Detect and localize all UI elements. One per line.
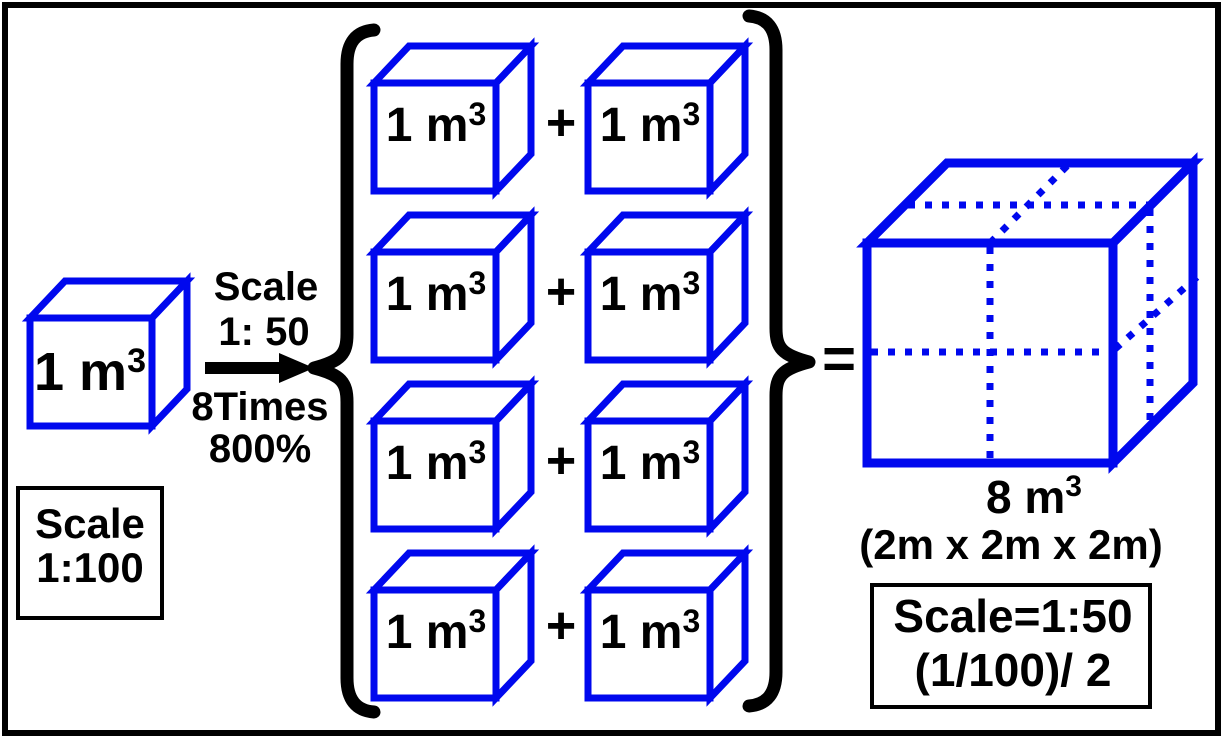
left-curly-brace: [307, 23, 381, 719]
unit-cube: 1 m3: [588, 553, 745, 698]
transform-arrow: Scale 1: 50 8Times 800%: [191, 265, 328, 471]
plus-sign: +: [546, 263, 576, 321]
plus-sign: +: [546, 432, 576, 490]
right-curly-brace: [742, 9, 816, 713]
arrow-label-percent: 800%: [209, 427, 311, 471]
arrow-label-ratio: 1: 50: [218, 310, 309, 354]
source-scale-box-border: [16, 486, 164, 620]
source-scale-line1: Scale: [35, 500, 145, 547]
unit-cube-grid: 1 m3 + 1 m3 1 m3 + 1 m3 1 m3 + 1 m3: [374, 46, 745, 698]
unit-cube-label: 1 m3: [600, 603, 701, 659]
unit-cube-label: 1 m3: [386, 96, 487, 152]
unit-cube-label: 1 m3: [600, 434, 701, 490]
source-cube-label: 1 m3: [34, 342, 146, 402]
unit-cube-label: 1 m3: [600, 96, 701, 152]
plus-sign: +: [546, 597, 576, 655]
unit-cube-label: 1 m3: [386, 434, 487, 490]
division-line-top-diagonal: [987, 156, 1077, 246]
result-scale-line1: Scale=1:50: [893, 590, 1132, 642]
division-line-right-diagonal: [1112, 274, 1200, 352]
result-dimensions-label: (2m x 2m x 2m): [859, 521, 1162, 568]
result-scale-box-border: [870, 583, 1152, 709]
unit-cube: 1 m3: [588, 215, 745, 360]
result-scale-line2: (1/100)/ 2: [915, 644, 1112, 696]
arrow-shaft: [205, 362, 283, 374]
result-scale-box: Scale=1:50 (1/100)/ 2: [870, 583, 1152, 709]
result-volume-label: 8 m3: [986, 470, 1082, 523]
arrow-label-times: 8Times: [191, 385, 328, 429]
result-cube: [856, 152, 1204, 474]
unit-cube: 1 m3: [374, 384, 531, 529]
unit-cube: 1 m3: [374, 553, 531, 698]
arrow-label-scale: Scale: [214, 265, 319, 309]
unit-cube-label: 1 m3: [386, 265, 487, 321]
unit-cube: 1 m3: [588, 46, 745, 191]
source-scale-box: Scale 1:100: [16, 486, 164, 620]
source-scale-line2: 1:100: [36, 544, 143, 591]
unit-cube-label: 1 m3: [600, 265, 701, 321]
equals-sign: =: [822, 327, 856, 392]
arrow-head-icon: [279, 353, 314, 383]
unit-cube: 1 m3: [374, 215, 531, 360]
source-cube: 1 m3: [30, 281, 187, 426]
unit-cube: 1 m3: [588, 384, 745, 529]
plus-sign: +: [546, 94, 576, 152]
unit-cube: 1 m3: [374, 46, 531, 191]
unit-cube-label: 1 m3: [386, 603, 487, 659]
